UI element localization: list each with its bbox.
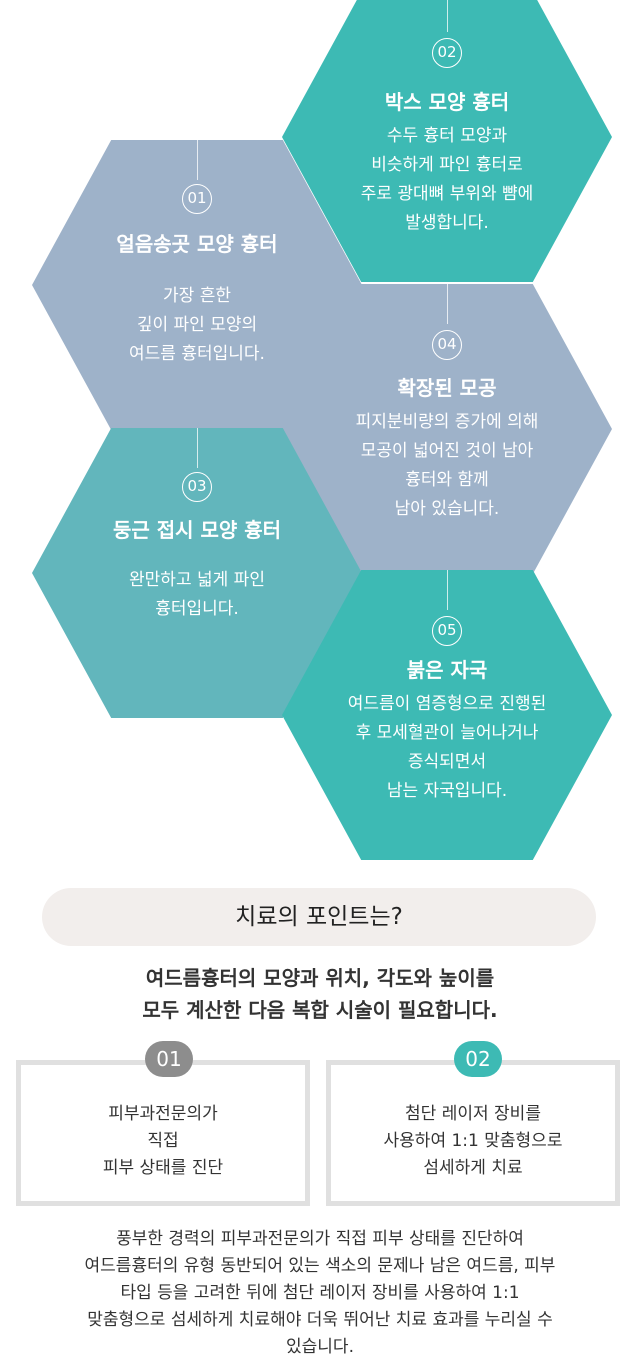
scar-number-badge: 02 (432, 38, 462, 68)
treatment-point-text: 피부과전문의가 직접 피부 상태를 진단 (102, 1104, 224, 1178)
scar-type-card: 04 확장된 모공 피지분비량의 증가에 의해 모공이 넓어진 것이 남아 흉터… (282, 284, 612, 574)
scar-description: 피지분비량의 증가에 의해 모공이 넓어진 것이 남아 흉터와 함께 남아 있습… (355, 412, 539, 519)
connector-line (447, 570, 448, 610)
connector-line (197, 140, 198, 180)
treatment-heading: 치료의 포인트는? (42, 888, 596, 946)
scar-title: 둥근 접시 모양 흉터 (112, 518, 282, 542)
treatment-point-number: 01 (145, 1041, 193, 1077)
scar-title: 얼음송곳 모양 흉터 (116, 232, 278, 256)
treatment-point-number: 02 (454, 1041, 502, 1077)
scar-number-badge: 03 (182, 472, 212, 502)
scar-type-card: 05 붉은 자국 여드름이 염증형으로 진행된 후 모세혈관이 늘어나거나 증식… (282, 570, 612, 860)
scar-number-badge: 05 (432, 616, 462, 646)
scar-title: 박스 모양 흉터 (384, 90, 510, 114)
scar-title: 확장된 모공 (397, 376, 497, 400)
scar-title: 붉은 자국 (406, 658, 488, 682)
connector-line (447, 0, 448, 32)
connector-line (197, 428, 198, 468)
scar-description: 가장 흔한 깊이 파인 모양의 여드름 흉터입니다. (129, 286, 265, 364)
scar-type-card: 02 박스 모양 흉터 수두 흉터 모양과 비슷하게 파인 흉터로 주로 광대뼈… (282, 0, 612, 282)
connector-line (447, 284, 448, 324)
scar-description: 수두 흉터 모양과 비슷하게 파인 흉터로 주로 광대뼈 부위와 뺨에 발생합니… (360, 126, 534, 233)
scar-number-badge: 01 (182, 184, 212, 214)
treatment-subheading: 여드름흉터의 모양과 위치, 각도와 높이를 모두 계산한 다음 복합 시술이 … (142, 966, 498, 1022)
scar-description: 완만하고 넓게 파인 흉터입니다. (129, 570, 265, 619)
treatment-point-card: 피부과전문의가 직접 피부 상태를 진단 (16, 1060, 310, 1206)
treatment-point-text: 첨단 레이저 장비를 사용하여 1:1 맞춤형으로 섬세하게 치료 (383, 1104, 563, 1178)
treatment-description: 풍부한 경력의 피부과전문의가 직접 피부 상태를 진단하여 여드름흉터의 유형… (84, 1229, 556, 1357)
treatment-point-card: 첨단 레이저 장비를 사용하여 1:1 맞춤형으로 섬세하게 치료 (326, 1060, 620, 1206)
scar-type-card: 01 얼음송곳 모양 흉터 가장 흔한 깊이 파인 모양의 여드름 흉터입니다. (32, 140, 362, 430)
scar-number-badge: 04 (432, 330, 462, 360)
scar-description: 여드름이 염증형으로 진행된 후 모세혈관이 늘어나거나 증식되면서 남는 자국… (347, 694, 547, 801)
